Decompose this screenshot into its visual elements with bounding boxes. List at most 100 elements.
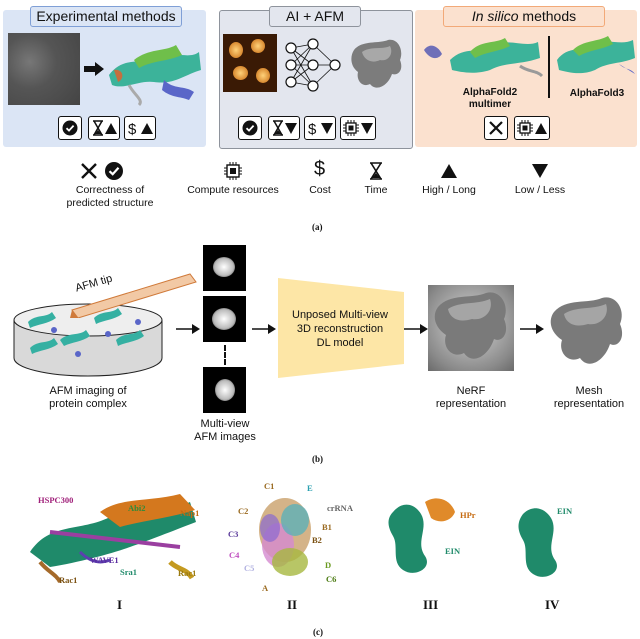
label-c2: C2 <box>238 506 249 516</box>
label-b1: B1 <box>322 522 332 532</box>
chip-low-icon <box>343 120 373 136</box>
reconstructed-mesh-image <box>351 39 402 88</box>
arrow-to-model-icon <box>252 324 276 334</box>
label-rac1-right: Rac1 <box>178 568 197 578</box>
label-hpr: HPr <box>460 510 476 520</box>
correctness-badge <box>58 116 82 140</box>
ai-afm-time-low-badge <box>268 116 300 140</box>
in-silico-incorrect-badge <box>484 116 508 140</box>
legend-correctness-label: Correctness of predicted structure <box>66 184 154 209</box>
ai-afm-correctness-badge <box>238 116 262 140</box>
in-silico-title: In silico methods <box>443 6 605 27</box>
afm-view-2 <box>203 296 246 342</box>
caption-b: (b) <box>312 454 323 464</box>
ai-afm-cost-low-badge: $ <box>304 116 336 140</box>
label-b2: B2 <box>312 535 322 545</box>
check-circle-icon <box>242 120 258 136</box>
label-crrna: crRNA <box>327 503 353 513</box>
legend-hourglass-icon <box>370 162 382 180</box>
em-micrograph-image <box>8 33 80 105</box>
structure-II-image <box>259 498 311 576</box>
legend-low-label: Low / Less <box>514 184 566 196</box>
label-c3: C3 <box>228 529 239 539</box>
in-silico-divider <box>548 36 550 98</box>
label-sra1: Sra1 <box>120 567 137 577</box>
dl-model-shape <box>278 278 404 378</box>
numeral-I: I <box>117 597 123 612</box>
neural-network-icon <box>285 38 341 92</box>
arrow-to-nerf-icon <box>404 324 428 334</box>
dollar-high-icon: $ <box>128 121 153 136</box>
legend-check-icon <box>105 162 123 180</box>
legend-cost-label: Cost <box>309 184 331 196</box>
hourglass-low-icon <box>273 120 297 136</box>
label-c5: C5 <box>244 563 255 573</box>
label-a: A <box>262 583 269 593</box>
legend-high-label: High / Long <box>422 184 476 196</box>
nerf-image <box>428 285 514 371</box>
legend-down-triangle-icon <box>532 164 548 178</box>
alphafold3-label: AlphaFold3 <box>569 88 625 99</box>
label-wave1: WAVE1 <box>90 555 119 565</box>
in-silico-compute-high-badge <box>514 116 550 140</box>
legend-up-triangle-icon <box>441 164 457 178</box>
label-d: D <box>325 560 332 570</box>
afm-imaging-label: AFM imaging of protein complex <box>49 385 127 410</box>
time-high-badge <box>88 116 120 140</box>
protein-complex-image <box>109 45 201 107</box>
legend-chip-icon <box>224 162 242 180</box>
afm-image <box>223 34 277 92</box>
ai-afm-title: AI + AFM <box>269 6 361 27</box>
legend-compute-label: Compute resources <box>187 184 279 196</box>
views-dashed-separator <box>224 345 226 365</box>
structure-III-image <box>388 498 455 573</box>
alphafold2-structure-image <box>424 38 544 78</box>
svg-text:$: $ <box>308 121 317 136</box>
structure-IV-image <box>518 508 557 577</box>
chip-high-icon <box>517 120 547 136</box>
label-ein-iii: EIN <box>445 546 461 556</box>
label-c6: C6 <box>326 574 337 584</box>
in-silico-italic: In silico <box>471 8 519 24</box>
caption-c: (c) <box>313 627 323 637</box>
legend-cross-icon <box>81 163 97 179</box>
label-rac1-left: Rac1 <box>59 575 78 585</box>
label-c4: C4 <box>229 550 240 560</box>
mesh-image <box>550 297 623 364</box>
multiview-label: Multi-view AFM images <box>194 418 256 443</box>
dl-model-label: Unposed Multi-view 3D reconstruction DL … <box>292 309 388 349</box>
afm-dish-image <box>13 303 163 377</box>
label-hspc300: HSPC300 <box>38 495 74 505</box>
mesh-label: Mesh representation <box>553 385 625 410</box>
label-nap1: Nap1 <box>180 508 200 518</box>
label-e: E <box>307 483 313 493</box>
numeral-II: II <box>287 597 298 612</box>
label-ein-iv: EIN <box>557 506 573 516</box>
numeral-III: III <box>423 597 439 612</box>
numeral-IV: IV <box>545 597 560 612</box>
svg-text:$: $ <box>128 121 137 136</box>
nerf-label: NeRF representation <box>435 385 507 410</box>
arrow-to-images-icon <box>176 324 200 334</box>
afm-view-1 <box>203 245 246 291</box>
label-abi2: Abi2 <box>128 503 146 513</box>
afm-tip-icon <box>70 273 197 318</box>
cross-icon <box>489 121 503 135</box>
alphafold3-structure-image <box>557 36 635 74</box>
arrow-to-mesh-icon <box>520 324 544 334</box>
dollar-low-icon: $ <box>308 121 333 136</box>
label-c1: C1 <box>264 481 275 491</box>
hourglass-high-icon <box>93 120 117 136</box>
right-arrow-icon <box>84 62 104 76</box>
alphafold2-label: AlphaFold2 multimer <box>462 87 518 110</box>
check-circle-icon <box>62 120 78 136</box>
legend-time-label: Time <box>364 184 388 196</box>
afm-view-3 <box>203 367 246 413</box>
caption-a: (a) <box>312 222 323 232</box>
experimental-methods-title: Experimental methods <box>30 6 182 27</box>
methods-word: methods <box>518 8 577 24</box>
structure-I-image <box>30 494 196 584</box>
cost-high-badge: $ <box>124 116 156 140</box>
ai-afm-compute-low-badge <box>340 116 376 140</box>
legend-dollar-icon: $ <box>314 158 326 180</box>
